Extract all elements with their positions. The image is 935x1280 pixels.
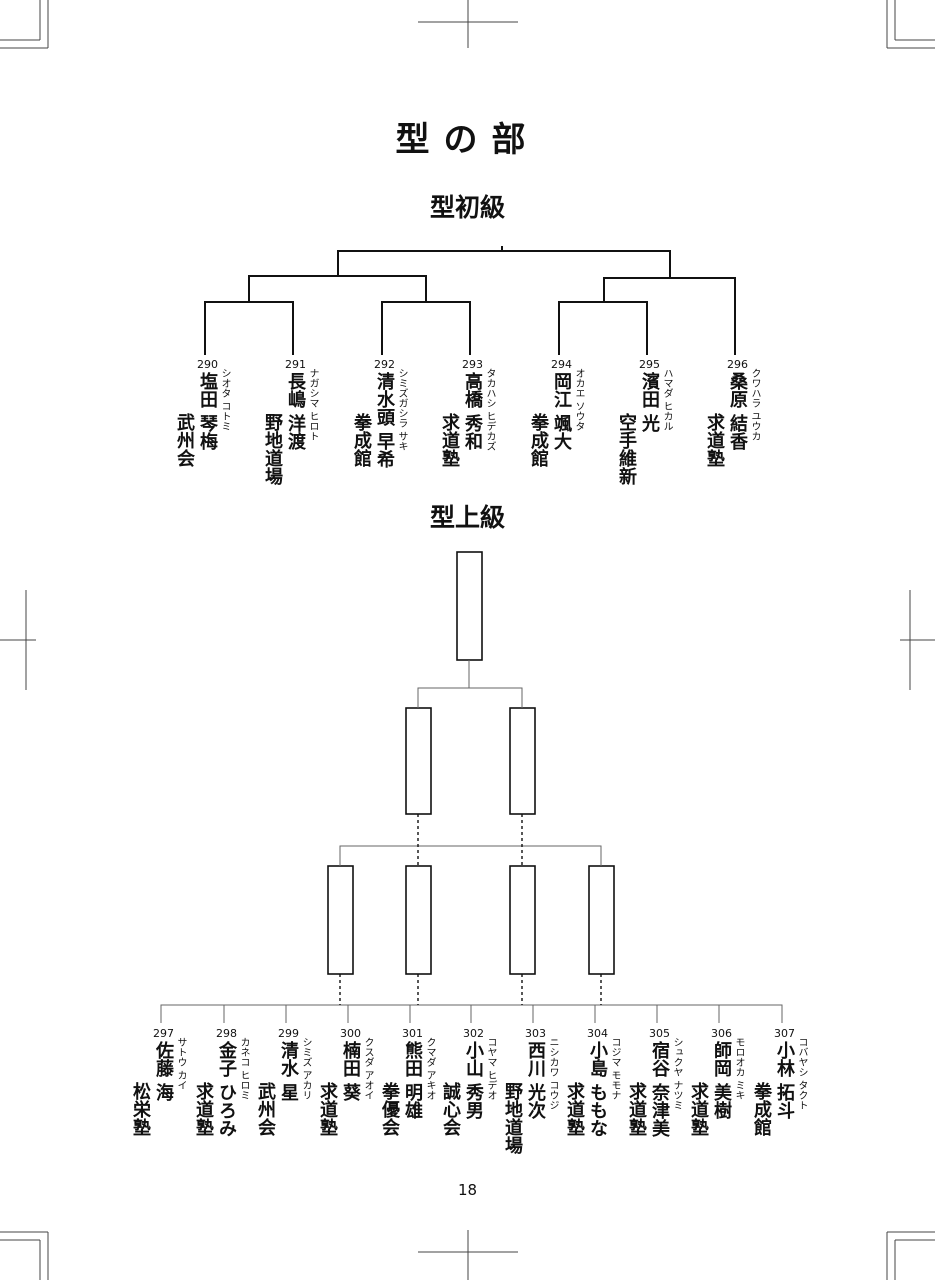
entrant-kana: シオタ コトミ [219,368,230,432]
entrant-number: 291 [285,358,306,371]
entrant-number: 290 [197,358,218,371]
entrant-name: 長嶋 洋渡 [285,372,306,451]
entrant-number: 302 [463,1027,484,1040]
section-title-advanced: 型上級 [429,503,505,532]
entrant-kana: オカエ ソウタ [573,368,584,432]
entrant-number: 295 [639,358,660,371]
section-title-beginner: 型初級 [429,193,505,222]
entrant-number: 300 [340,1027,361,1040]
entrant-name: 岡江 颯大 [551,372,572,451]
entrant-kana: コジマ モモナ [609,1037,620,1101]
entrant-club: 武州会 [174,413,195,467]
entrant-kana: シュクヤ ナツミ [671,1037,682,1111]
entrant-number: 298 [216,1027,237,1040]
entrant-kana: モロオカ ミキ [733,1037,744,1101]
entrant-kana: タカハシ ヒデカズ [484,368,495,452]
entrant-club: 拳成館 [351,413,372,467]
entrant-number: 299 [278,1027,299,1040]
entrant-name: 小島 ももな [587,1041,608,1138]
entrant-kana: コバヤシ タクト [796,1037,807,1111]
entrant-name: 小林 拓斗 [774,1041,795,1120]
entrant-club: 拳成館 [528,413,549,467]
entrant-club: 求道塾 [317,1082,338,1136]
entrant-club: 武州会 [255,1082,276,1136]
entrant-club: 野地道場 [502,1082,523,1154]
advanced-connectors [160,660,783,1023]
advanced-dashed [339,814,602,1005]
entrant-kana: カネコ ヒロミ [238,1037,249,1101]
entrant-name: 西川 光次 [525,1041,546,1120]
entrant-number: 305 [649,1027,670,1040]
entrant-name: 小山 秀男 [463,1041,484,1120]
entrant-club: 拳成館 [751,1082,772,1136]
entrant-club: 求道塾 [688,1082,709,1136]
entrant-kana: クマダ アキオ [424,1037,435,1101]
entrant-name: 高橋 秀和 [462,372,483,451]
entrant-number: 292 [374,358,395,371]
entrant-name: 佐藤 海 [153,1041,174,1102]
entrant-name: 師岡 美樹 [711,1041,732,1120]
entrant-club: 求道塾 [704,413,725,467]
entrant-club: 求道塾 [626,1082,647,1136]
page-number: 18 [457,1181,478,1199]
entrant-club: 空手維新 [616,413,637,485]
entrant-number: 301 [402,1027,423,1040]
entrant-kana: シミズガシラ サキ [396,368,407,452]
entrant-number: 304 [587,1027,608,1040]
entrant-name: 塩田 琴梅 [197,372,218,451]
entrant-number: 303 [525,1027,546,1040]
entrant-kana: コヤマ ヒデオ [485,1037,496,1101]
entrant-kana: ニシカワ コウジ [547,1037,558,1111]
entrant-kana: ナガシマ ヒロト [307,368,318,442]
entrant-number: 297 [153,1027,174,1040]
entrant-name: 清水 星 [278,1041,299,1102]
entrant-number: 296 [727,358,748,371]
entrant-name: 清水頭 早希 [374,372,395,469]
entrant-name: 熊田 明雄 [402,1041,423,1120]
entrant-club: 松栄塾 [130,1082,151,1136]
page-title: 型の部 [395,120,540,160]
entrant-club: 求道塾 [193,1082,214,1136]
beginner-bracket [204,246,736,355]
entrant-name: 桑原 結香 [727,372,748,451]
entrant-number: 306 [711,1027,732,1040]
entrant-kana: サトウ カイ [175,1037,186,1091]
advanced-boxes [327,551,615,975]
entrant-club: 野地道場 [262,413,283,485]
entrant-number: 293 [462,358,483,371]
entrant-name: 濱田 光 [639,372,660,433]
entrant-kana: クスダ アオイ [362,1037,373,1101]
entrant-club: 求道塾 [439,413,460,467]
entrant-kana: クワハラ ユウカ [749,368,760,442]
entrant-name: 宿谷 奈津美 [649,1041,670,1138]
entrant-name: 金子 ひろみ [216,1041,237,1138]
entrant-club: 誠心会 [440,1082,461,1136]
entrant-club: 求道塾 [564,1082,585,1136]
entrant-kana: シミズ アカリ [300,1037,311,1101]
entrant-number: 294 [551,358,572,371]
entrant-number: 307 [774,1027,795,1040]
entrant-name: 楠田 葵 [340,1041,361,1102]
entrant-club: 拳優会 [379,1082,400,1136]
entrant-kana: ハマダ ヒカル [661,368,672,432]
